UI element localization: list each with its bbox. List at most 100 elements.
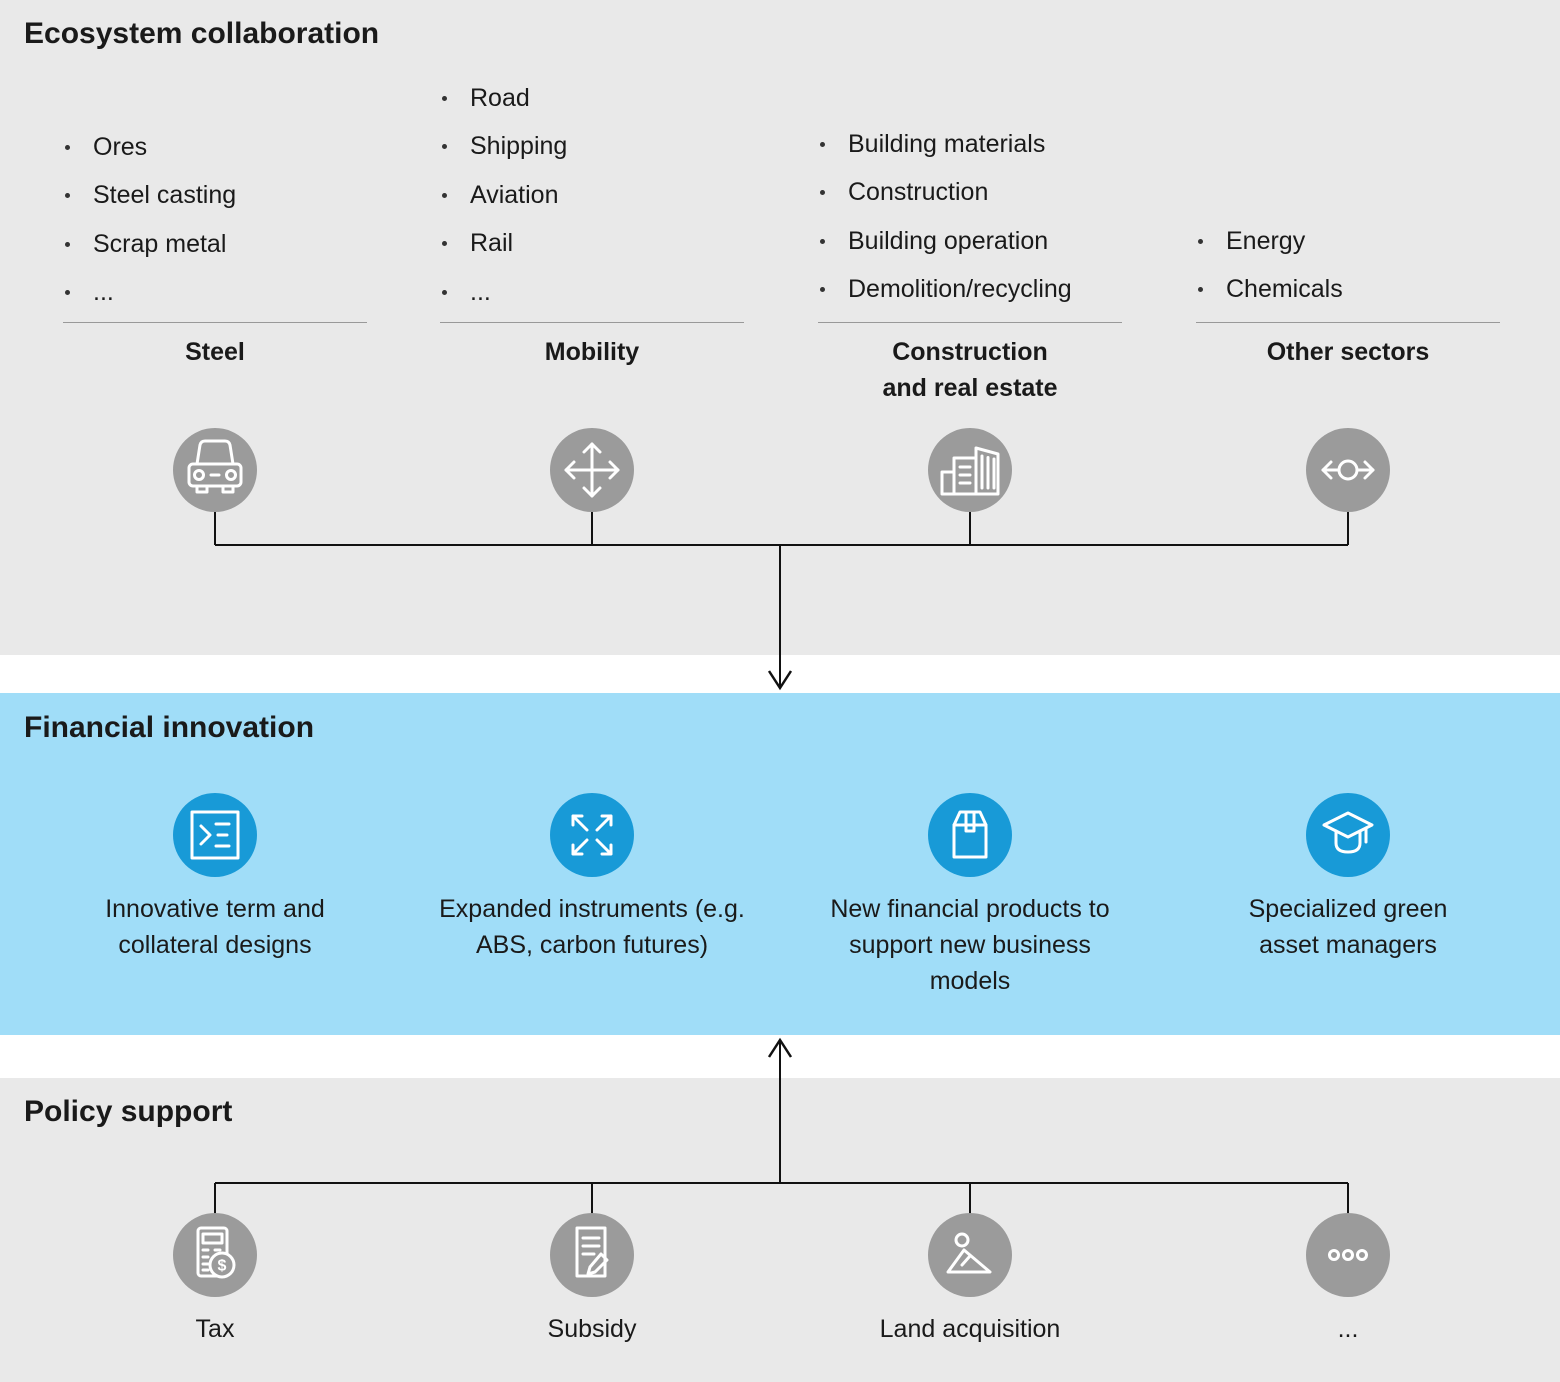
list-item: Building operation xyxy=(820,217,1122,266)
policy-item-tax: $ Tax xyxy=(25,1213,405,1345)
steel-circle xyxy=(173,428,257,512)
ecosystem-column-other: Energy Chemicals Other sectors xyxy=(1196,0,1500,560)
car-icon xyxy=(187,439,243,494)
graduation-cap-icon xyxy=(1322,811,1374,854)
list-item-label: Construction xyxy=(848,178,989,207)
column-divider xyxy=(1196,322,1500,323)
list-item-label: Shipping xyxy=(470,132,568,161)
steel-list: Ores Steel casting Scrap metal ... xyxy=(65,123,367,317)
bullet-icon xyxy=(1198,238,1203,244)
mobility-circle xyxy=(550,428,634,512)
bullet-icon xyxy=(442,241,447,247)
financial-section-title: Financial innovation xyxy=(24,711,315,744)
bullet-icon xyxy=(820,287,825,293)
list-item-label: Demolition/recycling xyxy=(848,275,1072,304)
buildings-icon xyxy=(940,446,1000,496)
list-item: Scrap metal xyxy=(65,220,367,269)
financial-caption: Specialized green asset managers xyxy=(1248,895,1448,959)
column-divider xyxy=(818,322,1122,323)
column-label-steel: Steel xyxy=(185,338,245,366)
policy-label: Tax xyxy=(195,1315,235,1343)
column-label-other-sectors: Other sectors xyxy=(1266,338,1430,366)
ecosystem-column-construction: Building materials Construction Building… xyxy=(818,0,1122,560)
list-item-label: Building operation xyxy=(848,226,1049,255)
policy-label: Subsidy xyxy=(547,1315,637,1343)
other-sectors-list: Energy Chemicals xyxy=(1198,217,1500,314)
bullet-icon xyxy=(65,193,70,199)
column-divider xyxy=(440,322,744,323)
terms-circle xyxy=(173,793,257,877)
policy-item-land: Land acquisition xyxy=(780,1213,1160,1345)
ecosystem-section-title: Ecosystem collaboration xyxy=(24,17,380,50)
bullet-icon xyxy=(65,241,70,247)
move-arrows-icon xyxy=(564,442,620,498)
list-item: ... xyxy=(65,269,367,318)
financial-caption: New financial products to support new bu… xyxy=(830,895,1110,995)
column-divider xyxy=(63,322,367,323)
svg-text:$: $ xyxy=(218,1258,227,1275)
policy-item-subsidy: Subsidy xyxy=(402,1213,782,1345)
other-sectors-circle xyxy=(1306,428,1390,512)
column-label-construction: Construction and real estate xyxy=(882,338,1058,402)
list-item-label: Energy xyxy=(1226,226,1306,255)
land-circle xyxy=(928,1213,1012,1297)
policy-section-title: Policy support xyxy=(24,1095,233,1128)
up-arrow-head-icon xyxy=(767,1037,793,1058)
tax-calculator-icon: $ xyxy=(196,1226,236,1279)
list-item: Steel casting xyxy=(65,172,367,221)
list-item: Road xyxy=(442,74,744,123)
list-item-label: Steel casting xyxy=(93,181,237,210)
list-item-label: Rail xyxy=(470,229,514,258)
subsidy-document-icon xyxy=(575,1226,609,1278)
policy-label: Land acquisition xyxy=(879,1315,1061,1343)
bidirectional-flow-icon xyxy=(1321,459,1375,481)
list-item: Chemicals xyxy=(1198,266,1500,315)
instruments-circle xyxy=(550,793,634,877)
products-circle xyxy=(928,793,1012,877)
bullet-icon xyxy=(820,190,825,196)
column-label-mobility: Mobility xyxy=(544,338,640,366)
asset-managers-circle xyxy=(1306,793,1390,877)
policy-label: ... xyxy=(1337,1315,1359,1343)
bullet-icon xyxy=(820,141,825,147)
subsidy-circle xyxy=(550,1213,634,1297)
construction-circle xyxy=(928,428,1012,512)
list-item-label: ... xyxy=(470,277,491,306)
list-item: Building materials xyxy=(820,120,1122,169)
bullet-icon xyxy=(442,289,447,295)
bullet-icon xyxy=(442,192,447,198)
list-item: ... xyxy=(442,268,744,317)
list-item-label: Scrap metal xyxy=(93,229,227,258)
list-item-label: Aviation xyxy=(470,180,559,209)
down-arrow-head-icon xyxy=(767,670,793,691)
financial-section-background xyxy=(0,693,1560,1035)
list-item-label: Chemicals xyxy=(1226,275,1343,304)
list-item: Energy xyxy=(1198,217,1500,266)
list-item-label: ... xyxy=(93,278,114,307)
bullet-icon xyxy=(442,144,447,150)
list-item: Ores xyxy=(65,123,367,172)
list-item: Construction xyxy=(820,169,1122,218)
ellipsis-icon xyxy=(1328,1249,1368,1261)
financial-item-terms: Innovative term and collateral designs xyxy=(25,793,405,963)
expand-arrows-icon xyxy=(571,814,613,856)
list-item: Demolition/recycling xyxy=(820,266,1122,315)
financial-caption: Innovative term and collateral designs xyxy=(105,895,325,959)
list-item: Rail xyxy=(442,220,744,269)
ecosystem-column-steel: Ores Steel casting Scrap metal ... Steel xyxy=(63,0,367,560)
mobility-list: Road Shipping Aviation Rail ... xyxy=(442,74,744,317)
list-item-label: Ores xyxy=(93,132,148,161)
financial-item-instruments: Expanded instruments (e.g. ABS, carbon f… xyxy=(402,793,782,963)
financial-item-asset-managers: Specialized green asset managers xyxy=(1158,793,1538,963)
more-circle xyxy=(1306,1213,1390,1297)
bullet-icon xyxy=(442,95,447,101)
bullet-icon xyxy=(820,238,825,244)
policy-item-more: ... xyxy=(1158,1213,1538,1345)
sigma-contract-icon xyxy=(190,810,240,860)
list-item: Shipping xyxy=(442,123,744,172)
ecosystem-column-mobility: Road Shipping Aviation Rail ... Mobility xyxy=(440,0,744,560)
land-acquisition-icon xyxy=(946,1232,992,1274)
construction-list: Building materials Construction Building… xyxy=(820,120,1122,314)
bullet-icon xyxy=(65,144,70,150)
